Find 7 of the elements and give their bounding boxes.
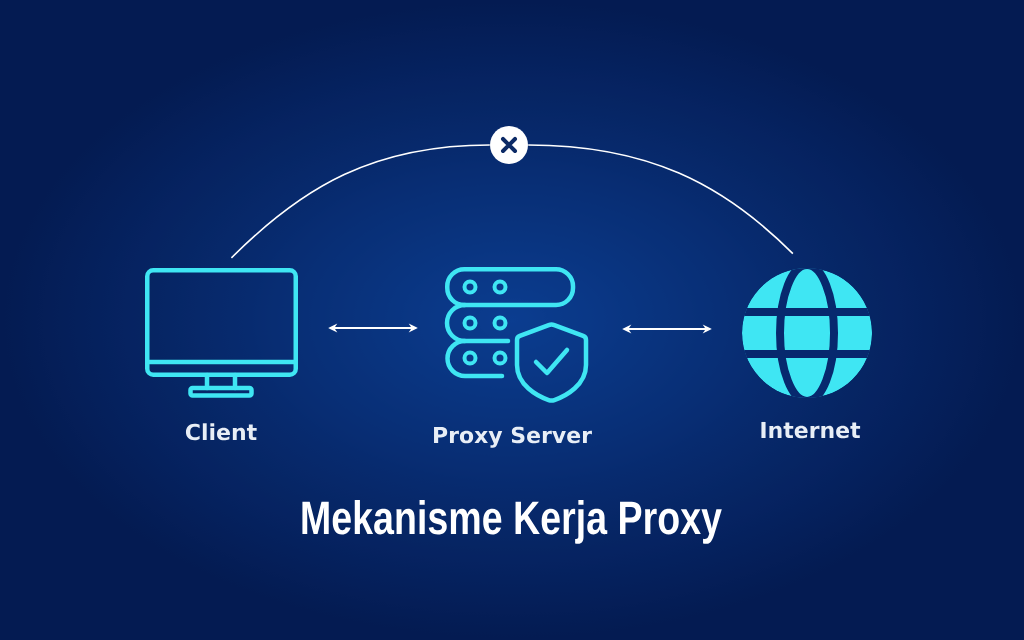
curved-line bbox=[527, 144, 794, 255]
cross-icon bbox=[490, 126, 528, 164]
icon-label: Proxy Server bbox=[434, 426, 592, 448]
curved-line bbox=[230, 144, 491, 259]
title: Mekanisme Kerja Proxy bbox=[302, 499, 722, 544]
icon-label: Internet bbox=[761, 421, 861, 439]
icon-label: Client bbox=[185, 423, 257, 441]
